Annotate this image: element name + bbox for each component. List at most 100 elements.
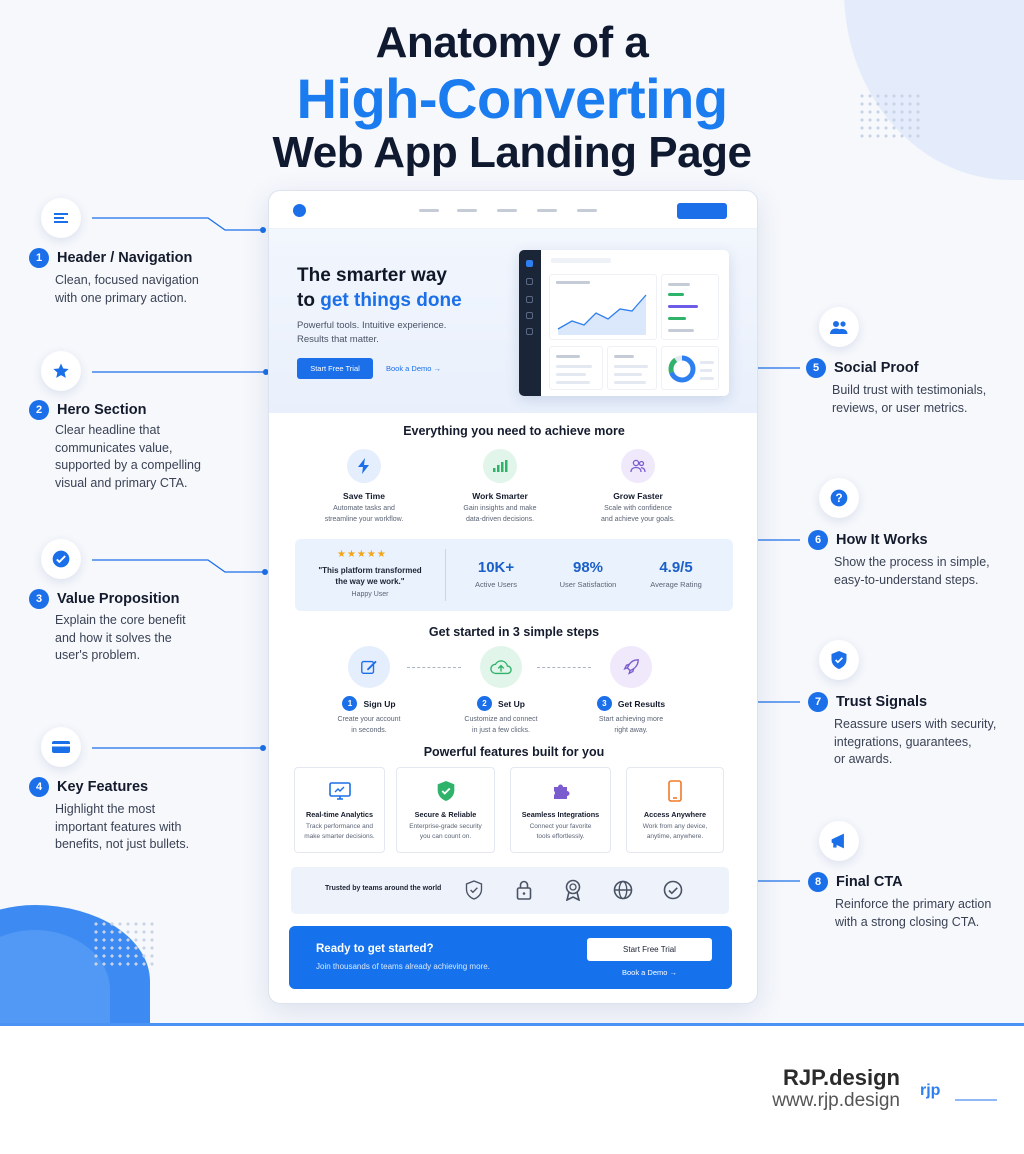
feature-title: Secure & Reliable bbox=[414, 810, 477, 819]
mock-nav-link[interactable] bbox=[497, 209, 517, 212]
landing-page-mockup: The smarter way to get things done Power… bbox=[268, 190, 758, 1004]
value-item-title: Work Smarter bbox=[472, 491, 528, 501]
hero-title-line-2: to get things done bbox=[297, 290, 462, 312]
hero-start-trial-button[interactable]: Start Free Trial bbox=[297, 358, 373, 379]
mock-nav-link[interactable] bbox=[537, 209, 557, 212]
mock-nav-link[interactable] bbox=[419, 209, 439, 212]
final-book-demo-link[interactable]: Book a Demo → bbox=[621, 968, 678, 977]
annotation-7-title: 7 Trust Signals bbox=[808, 692, 927, 712]
annotation-number: 4 bbox=[29, 777, 49, 797]
annotation-label: Hero Section bbox=[57, 402, 147, 418]
stat-average-rating: 4.9/5 Average Rating bbox=[631, 559, 721, 589]
annotation-7-desc: Reassure users with security, integratio… bbox=[834, 717, 997, 766]
annotation-label: Trust Signals bbox=[836, 694, 928, 710]
mobile-icon bbox=[664, 780, 686, 802]
step-title: Get Results bbox=[617, 698, 666, 709]
mock-header bbox=[269, 191, 757, 229]
hero-title-prefix: to bbox=[297, 290, 321, 311]
title-line-3: Web App Landing Page bbox=[272, 128, 752, 177]
feature-title: Real-time Analytics bbox=[305, 810, 374, 819]
feature-card-secure: Secure & Reliable Enterprise-grade secur… bbox=[396, 767, 495, 853]
hero-title-line-1: The smarter way bbox=[297, 265, 447, 286]
dashboard-donut-chart bbox=[668, 355, 714, 383]
annotation-number: 6 bbox=[808, 530, 828, 550]
annotation-8-title: 8 Final CTA bbox=[808, 872, 903, 892]
annotation-number: 5 bbox=[806, 358, 826, 378]
stat-active-users: 10K+ Active Users bbox=[451, 559, 541, 589]
dashboard-sidebar bbox=[519, 250, 541, 396]
mock-logo bbox=[293, 204, 306, 217]
title-line-2: High-Converting bbox=[296, 67, 728, 130]
dashboard-bars-card bbox=[661, 274, 719, 340]
step-number: 1 bbox=[342, 696, 358, 711]
step-desc: Customize and connect in just a few clic… bbox=[464, 716, 538, 734]
step-arrow bbox=[407, 667, 461, 668]
lightning-icon bbox=[347, 449, 381, 483]
annotation-label: Value Proposition bbox=[57, 591, 180, 607]
mock-nav-button[interactable] bbox=[677, 203, 727, 219]
annotation-label: Final CTA bbox=[836, 874, 903, 890]
dashboard-list-card bbox=[549, 346, 603, 390]
value-item-desc: Scale with confidence and achieve your g… bbox=[601, 505, 675, 523]
feature-desc: Work from any device, anytime, anywhere. bbox=[642, 823, 708, 840]
annotation-6-title: 6 How It Works bbox=[808, 530, 928, 550]
stat-label: Average Rating bbox=[650, 580, 702, 589]
annotation-number: 8 bbox=[808, 872, 828, 892]
bottom-divider bbox=[0, 1023, 1024, 1026]
features-section-title: Powerful features built for you bbox=[423, 745, 605, 759]
mock-nav-link[interactable] bbox=[457, 209, 477, 212]
globe-icon bbox=[612, 879, 634, 901]
annotation-number: 2 bbox=[29, 400, 49, 420]
step-title: Sign Up bbox=[363, 698, 396, 709]
final-start-trial-button[interactable]: Start Free Trial bbox=[587, 938, 712, 961]
stat-value: 98% bbox=[572, 559, 604, 576]
annotation-label: How It Works bbox=[836, 532, 928, 548]
trust-signals-bar: Trusted by teams around the world bbox=[291, 867, 729, 914]
connector-dot bbox=[260, 745, 266, 751]
stat-label: User Satisfaction bbox=[559, 580, 617, 589]
annotation-number: 1 bbox=[29, 248, 49, 268]
card-icon bbox=[41, 727, 81, 767]
stat-value: 10K+ bbox=[477, 559, 515, 576]
annotation-5-desc: Build trust with testimonials, reviews, … bbox=[832, 383, 987, 415]
feature-desc: Track performance and make smarter decis… bbox=[304, 823, 375, 840]
cloud-upload-icon bbox=[480, 646, 522, 688]
value-item-title: Save Time bbox=[343, 491, 385, 501]
annotation-4-desc: Highlight the most important features wi… bbox=[55, 802, 190, 851]
shield-icon bbox=[819, 640, 859, 680]
dashboard-line-chart bbox=[556, 281, 647, 335]
feature-card-access-anywhere: Access Anywhere Work from any device, an… bbox=[626, 767, 724, 853]
rating-stars: ★★★★★ bbox=[337, 549, 387, 560]
feature-title: Seamless Integrations bbox=[521, 810, 600, 819]
annotation-2-title: 2 Hero Section bbox=[29, 400, 146, 420]
step-desc: Start achieving more right away. bbox=[598, 716, 664, 734]
value-item-work-smarter: Work Smarter Gain insights and make data… bbox=[435, 449, 565, 525]
annotation-8-desc: Reinforce the primary action with a stro… bbox=[835, 897, 992, 929]
step-number: 3 bbox=[596, 696, 612, 711]
step-desc: Create your account in seconds. bbox=[337, 716, 401, 734]
feature-desc: Enterprise-grade security you can count … bbox=[409, 823, 482, 840]
value-item-title: Grow Faster bbox=[613, 491, 663, 501]
brand-name: RJP.design bbox=[783, 1065, 900, 1090]
final-cta-desc: Join thousands of teams already achievin… bbox=[316, 962, 490, 971]
final-cta-title: Ready to get started? bbox=[316, 943, 434, 955]
dashboard-donut-card bbox=[661, 346, 719, 390]
value-section-title: Everything you need to achieve more bbox=[403, 424, 625, 438]
annotation-4-title: 4 Key Features bbox=[29, 777, 148, 797]
hero-book-demo-link[interactable]: Book a Demo → bbox=[386, 364, 442, 373]
mock-nav-link[interactable] bbox=[577, 209, 597, 212]
annotation-3-desc: Explain the core benefit and how it solv… bbox=[55, 613, 186, 662]
connector-dot bbox=[260, 227, 266, 233]
testimonial-author: Happy User bbox=[351, 591, 389, 598]
decor-dots bbox=[92, 920, 156, 968]
connector-1 bbox=[92, 217, 263, 231]
annotation-1-desc: Clean, focused navigation with one prima… bbox=[55, 273, 199, 305]
check-circle-icon bbox=[662, 879, 684, 901]
stat-user-satisfaction: 98% User Satisfaction bbox=[543, 559, 633, 589]
value-item-grow-faster: Grow Faster Scale with confidence and ac… bbox=[573, 449, 703, 525]
brand-logo: rjp bbox=[920, 1082, 941, 1099]
feature-card-integrations: Seamless Integrations Connect your favor… bbox=[510, 767, 611, 853]
brand-url[interactable]: www.rjp.design bbox=[772, 1090, 900, 1111]
feature-desc: Connect your favorite tools effortlessly… bbox=[529, 823, 592, 840]
step-sign-up: 1 Sign Up Create your account in seconds. bbox=[309, 646, 429, 736]
